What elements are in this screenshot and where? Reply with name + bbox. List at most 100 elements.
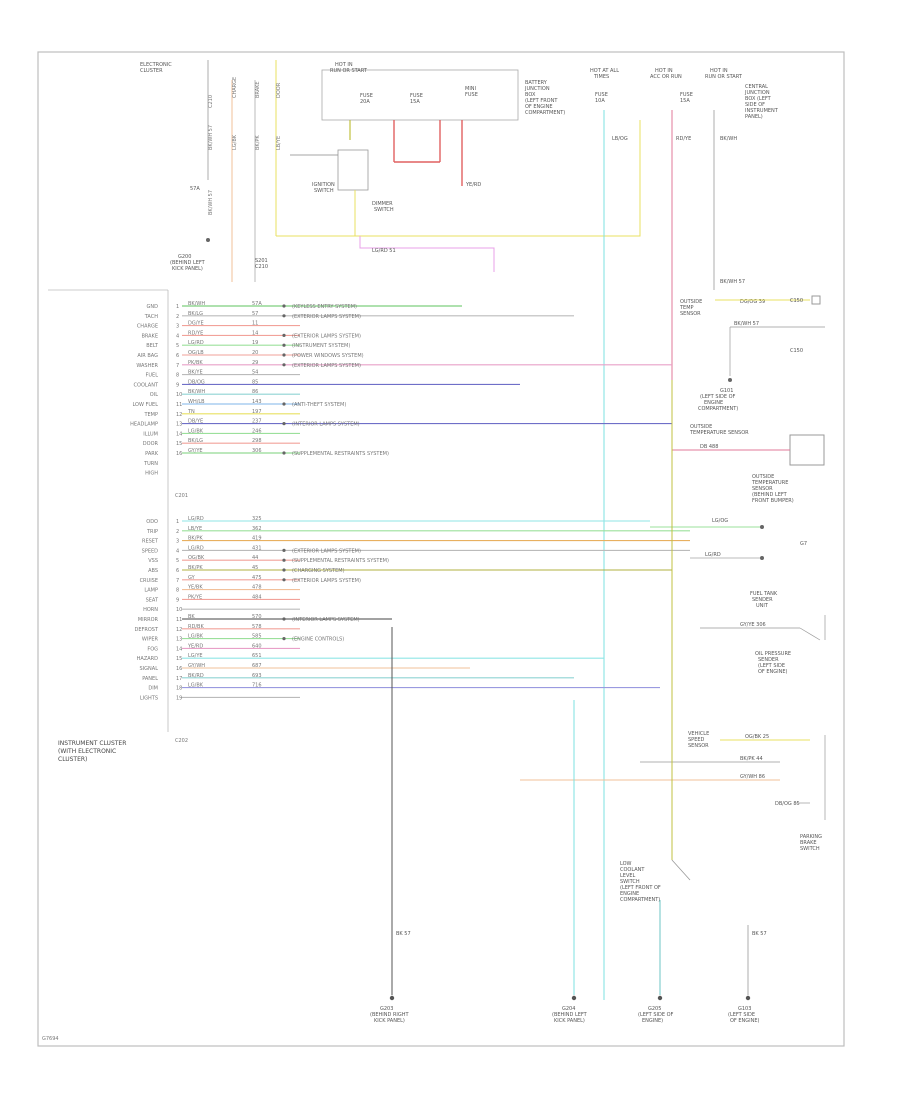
svg-text:(BEHIND LEFT: (BEHIND LEFT bbox=[552, 1012, 588, 1018]
svg-text:BK/WH: BK/WH bbox=[720, 136, 737, 142]
splice-dot bbox=[282, 402, 286, 406]
svg-text:ENGINE): ENGINE) bbox=[642, 1018, 663, 1024]
system-note: (EXTERIOR LAMPS SYSTEM) bbox=[292, 333, 361, 339]
svg-text:LEVEL: LEVEL bbox=[620, 873, 636, 879]
circuit-number: 298 bbox=[252, 438, 262, 444]
svg-text:G103: G103 bbox=[738, 1006, 751, 1012]
svg-text:(BEHIND RIGHT: (BEHIND RIGHT bbox=[370, 1012, 410, 1018]
splice-dot bbox=[282, 353, 286, 357]
circuit-number: 306 bbox=[252, 448, 262, 454]
system-note: (ENGINE CONTROLS) bbox=[292, 637, 344, 643]
system-note: (SUPPLEMENTAL RESTRAINTS SYSTEM) bbox=[292, 451, 389, 457]
circuit-number: 57 bbox=[252, 311, 258, 317]
pin-number: 15 bbox=[176, 441, 182, 447]
svg-text:BATTERY: BATTERY bbox=[525, 80, 548, 86]
circuit-number: 693 bbox=[252, 673, 262, 679]
svg-text:FUSE: FUSE bbox=[595, 92, 608, 98]
svg-text:BOX: BOX bbox=[525, 92, 536, 98]
pin-number: 16 bbox=[176, 451, 182, 457]
svg-text:VEHICLE: VEHICLE bbox=[688, 731, 709, 737]
svg-text:G203: G203 bbox=[380, 1006, 393, 1012]
svg-text:BK/WH 57: BK/WH 57 bbox=[734, 321, 759, 327]
splice-dot bbox=[282, 422, 286, 426]
svg-text:LG/BK: LG/BK bbox=[232, 134, 238, 150]
wire-code: RD/BK bbox=[188, 624, 204, 630]
circuit-number: 640 bbox=[252, 643, 262, 649]
wire-code: LG/RD bbox=[188, 516, 204, 522]
svg-text:JUNCTION: JUNCTION bbox=[744, 90, 770, 96]
circuit-number: 484 bbox=[252, 594, 262, 600]
pin-number: 14 bbox=[176, 646, 182, 652]
circuit-number: 325 bbox=[252, 516, 262, 522]
g103-ground bbox=[745, 995, 751, 1001]
wire-code: WH/LB bbox=[188, 399, 205, 405]
svg-text:OF ENGINE): OF ENGINE) bbox=[730, 1018, 760, 1024]
svg-text:BK/PK 44: BK/PK 44 bbox=[740, 756, 763, 762]
svg-text:(LEFT SIDE OF: (LEFT SIDE OF bbox=[700, 394, 736, 400]
wire-code: LG/BK bbox=[188, 683, 204, 689]
system-note: (EXTERIOR LAMPS SYSTEM) bbox=[292, 314, 361, 320]
circuit-number: 54 bbox=[252, 370, 258, 376]
circuit-number: 246 bbox=[252, 428, 262, 434]
pin-number: 11 bbox=[176, 402, 182, 408]
wire-code: OG/LB bbox=[188, 350, 204, 356]
wire-code: DG/YE bbox=[188, 321, 204, 327]
svg-text:CENTRAL: CENTRAL bbox=[745, 84, 768, 90]
svg-text:RUN OR START: RUN OR START bbox=[330, 68, 368, 74]
pin-number: 2 bbox=[176, 529, 179, 535]
pin-number: 16 bbox=[176, 666, 182, 672]
svg-text:BOX (LEFT: BOX (LEFT bbox=[745, 96, 772, 102]
svg-text:(BEHIND LEFT: (BEHIND LEFT bbox=[752, 492, 788, 498]
svg-text:COOLANT: COOLANT bbox=[620, 867, 645, 873]
svg-text:(LEFT SIDE: (LEFT SIDE bbox=[758, 663, 785, 669]
splice-dot bbox=[282, 558, 286, 562]
svg-text:HOT IN: HOT IN bbox=[655, 68, 673, 74]
cluster-pin-label: TEMP bbox=[143, 412, 158, 418]
cluster-pin-label: LAMP bbox=[144, 588, 158, 594]
circuit-number: 716 bbox=[252, 683, 262, 689]
wire-code: PK/BK bbox=[188, 360, 203, 366]
svg-text:HOT IN: HOT IN bbox=[710, 68, 728, 74]
splice-dot bbox=[282, 343, 286, 347]
circuit-number: 86 bbox=[252, 389, 258, 395]
circuit-number: 578 bbox=[252, 624, 262, 630]
svg-text:FUSE: FUSE bbox=[680, 92, 693, 98]
svg-text:RUN OR START: RUN OR START bbox=[705, 74, 743, 80]
pin-number: 15 bbox=[176, 656, 182, 662]
svg-text:G101: G101 bbox=[720, 388, 733, 394]
svg-text:YE/RD: YE/RD bbox=[465, 182, 481, 188]
cluster-pin-label: OIL bbox=[150, 392, 158, 398]
svg-text:PANEL): PANEL) bbox=[745, 114, 763, 120]
svg-text:(LEFT FRONT: (LEFT FRONT bbox=[525, 98, 558, 104]
svg-text:LOW: LOW bbox=[620, 861, 632, 867]
wire-code: BK bbox=[188, 614, 195, 620]
cluster-pin-label: WIPER bbox=[142, 637, 159, 643]
wire-code: OG/BK bbox=[188, 555, 205, 561]
pin-number: 3 bbox=[176, 539, 179, 545]
svg-text:TIMES: TIMES bbox=[593, 74, 609, 80]
pin-number: 1 bbox=[176, 304, 179, 310]
wire-code: YE/RD bbox=[187, 643, 203, 649]
svg-text:FRONT BUMPER): FRONT BUMPER) bbox=[752, 498, 794, 504]
svg-text:OG/BK 25: OG/BK 25 bbox=[745, 734, 769, 740]
wire-code: GY bbox=[188, 575, 196, 581]
svg-text:15A: 15A bbox=[680, 98, 690, 104]
circuit-number: 19 bbox=[252, 340, 258, 346]
svg-text:UNIT: UNIT bbox=[756, 603, 769, 609]
svg-text:SPEED: SPEED bbox=[688, 737, 705, 743]
cluster-pin-label: HORN bbox=[143, 607, 158, 613]
circuit-number: 362 bbox=[252, 526, 262, 532]
svg-text:(LEFT FRONT OF: (LEFT FRONT OF bbox=[620, 885, 661, 891]
cluster-pin-label: ABS bbox=[148, 568, 158, 574]
wire-code: LG/BK bbox=[188, 428, 204, 434]
system-note: (POWER WINDOWS SYSTEM) bbox=[292, 353, 364, 359]
